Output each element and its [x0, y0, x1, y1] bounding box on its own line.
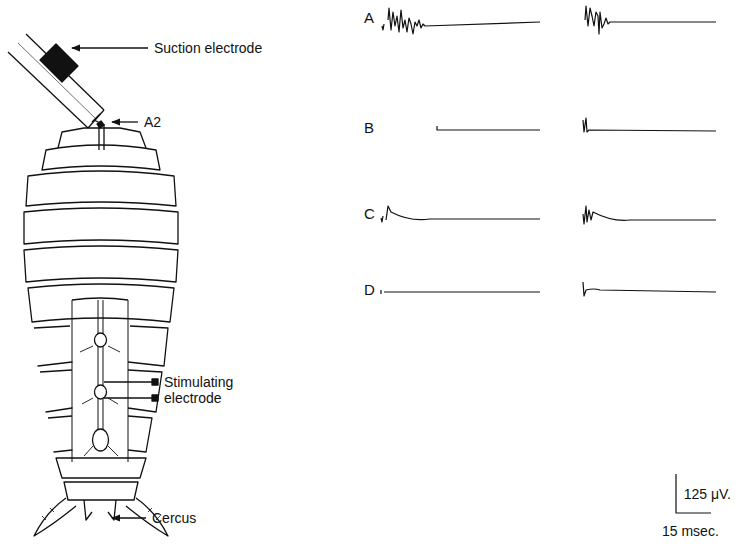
part-label: Cercus [152, 510, 196, 526]
part-label: Suction electrode [154, 40, 262, 56]
leader-arrow [72, 47, 148, 48]
part-label: Stimulating electrode [164, 374, 254, 406]
recording-traces [381, 6, 716, 513]
part-label: A2 [144, 114, 161, 130]
trace-letter: A [364, 10, 374, 26]
stimulating-electrode [104, 379, 158, 401]
trace-letter: B [364, 120, 374, 136]
leader-arrow [112, 517, 146, 518]
insect-body [24, 128, 178, 536]
leader-arrow [112, 121, 138, 122]
scale-label: 15 msec. [662, 523, 719, 539]
trace-letter: C [364, 206, 375, 222]
trace-letter: D [364, 282, 375, 298]
scale-label: 125 μV. [684, 486, 731, 502]
